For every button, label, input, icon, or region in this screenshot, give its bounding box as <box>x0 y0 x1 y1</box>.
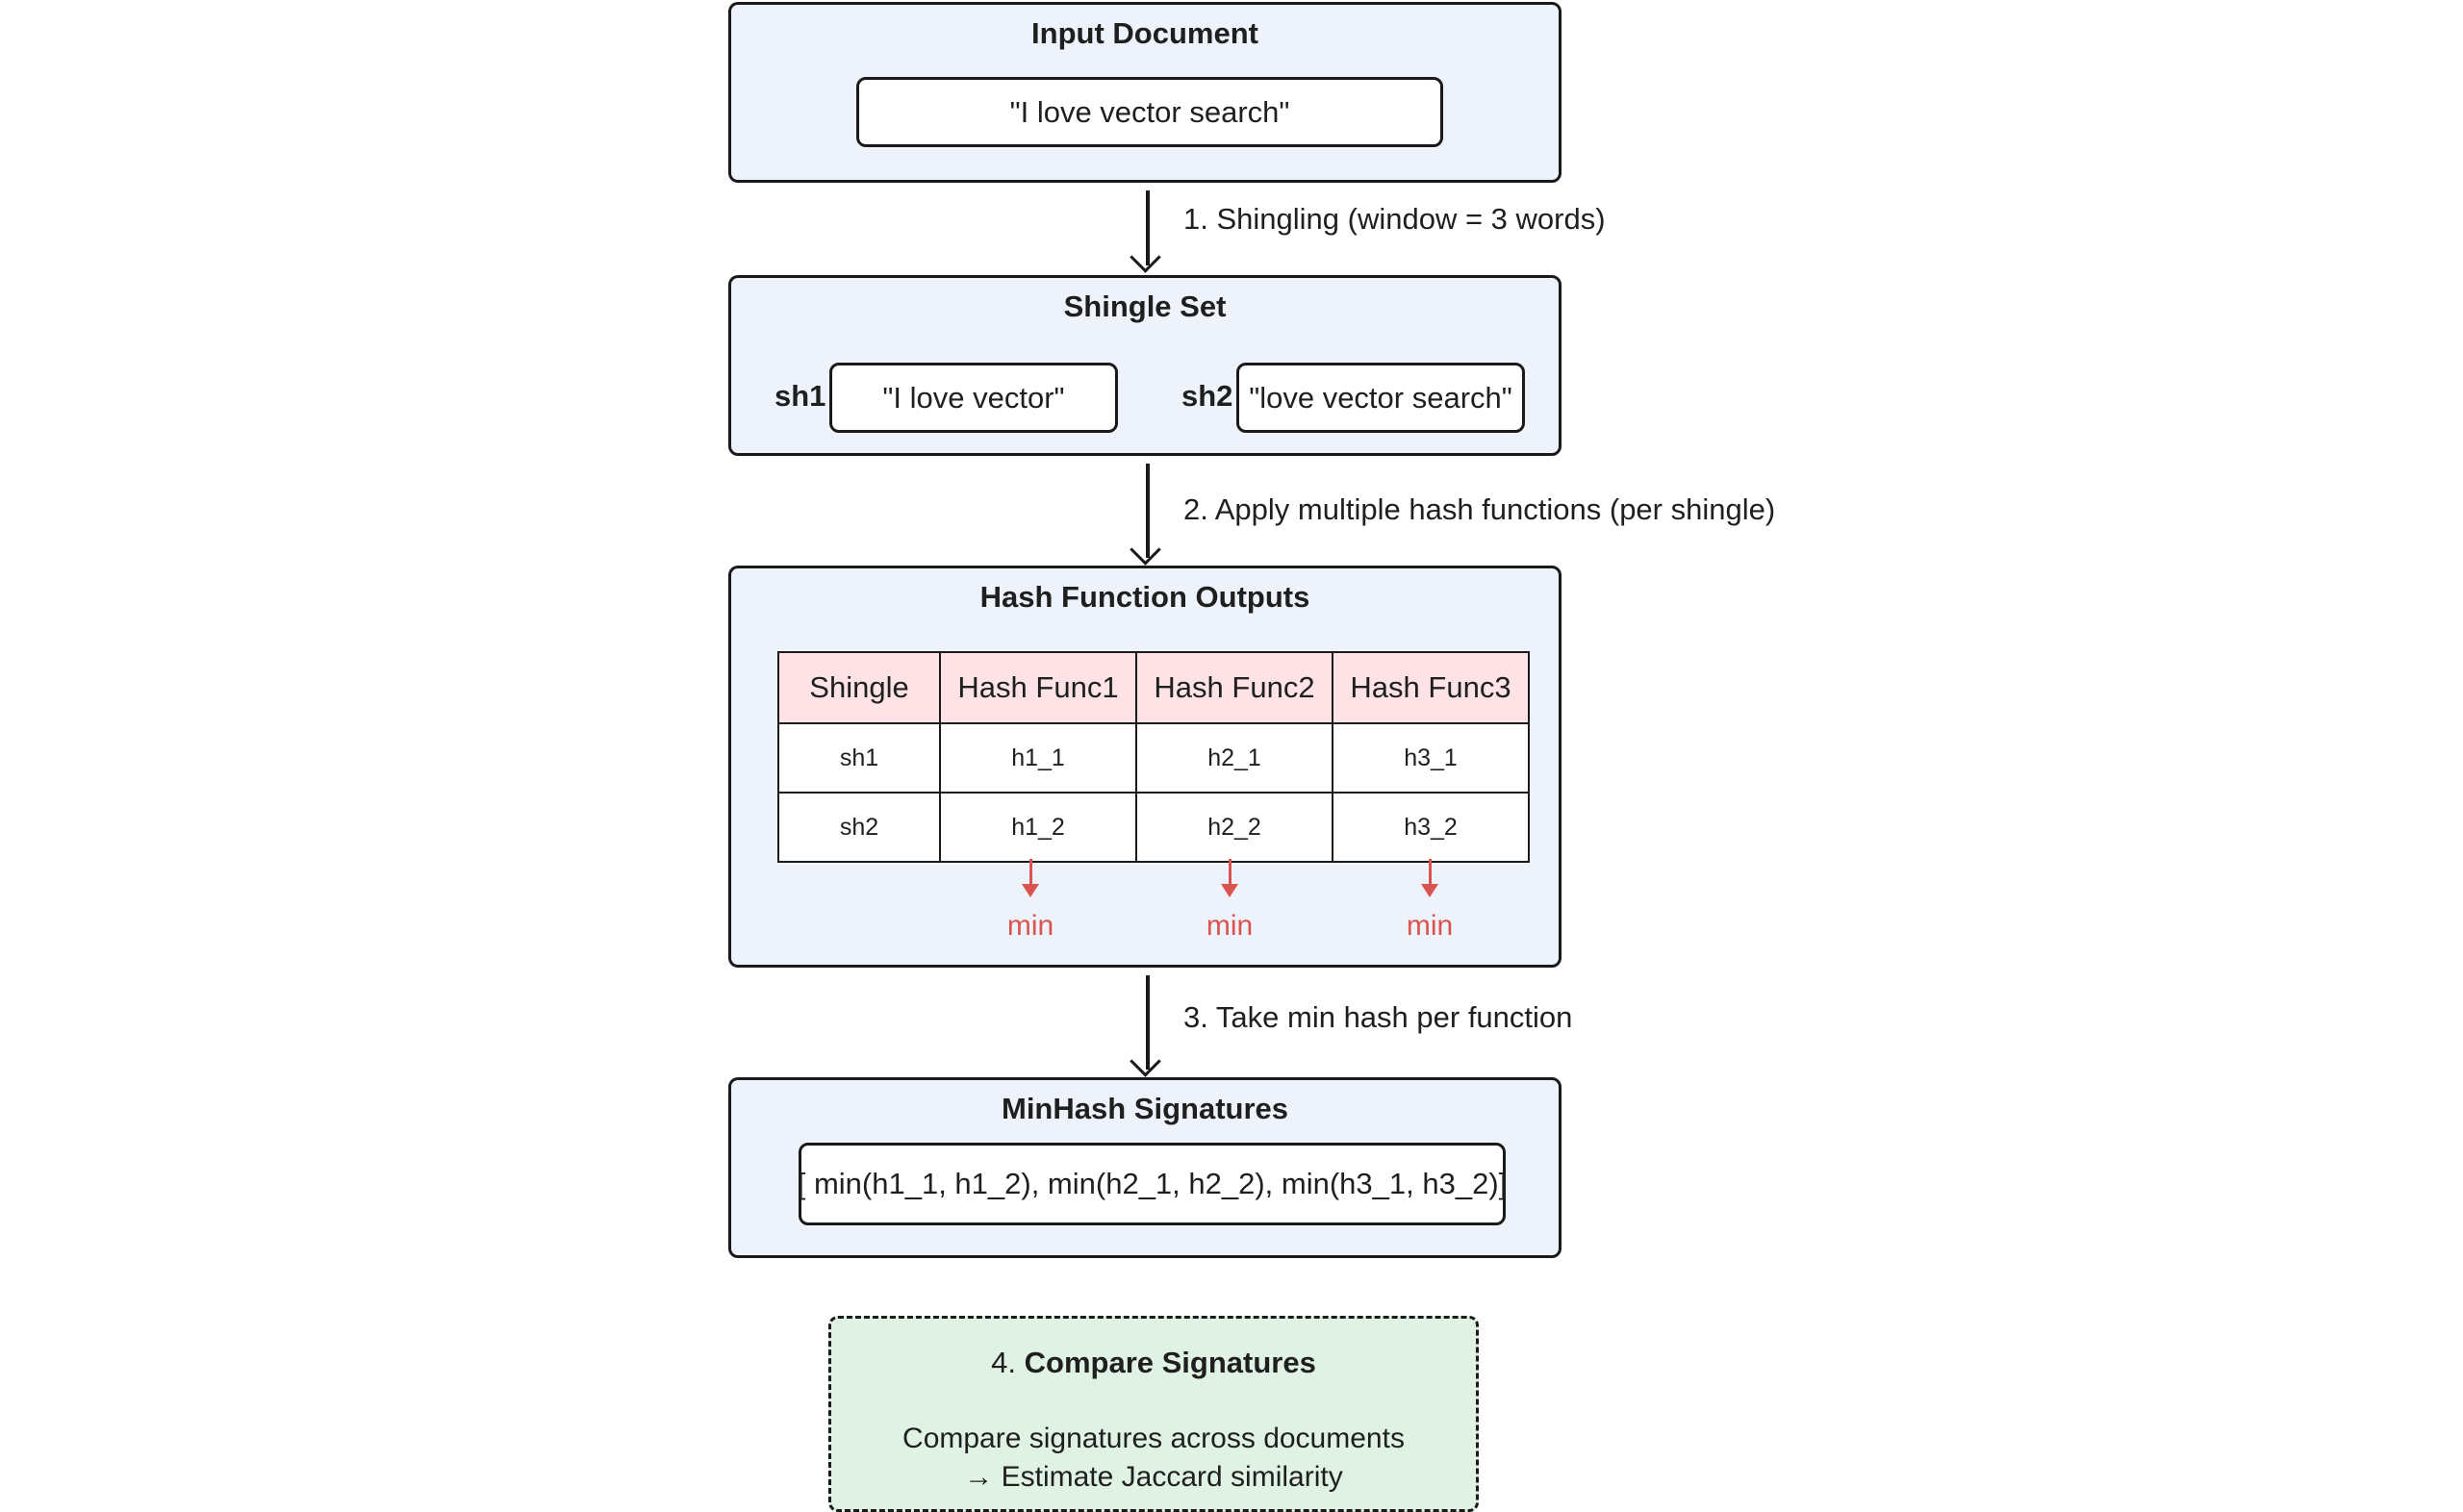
step1-label: 1. Shingling (window = 3 words) <box>1183 202 1606 236</box>
step3-label: 3. Take min hash per function <box>1183 1000 1573 1034</box>
compare-title: Compare Signatures <box>1024 1346 1316 1379</box>
minhash-signature-text: [ min(h1_1, h1_2), min(h2_1, h2_2), min(… <box>798 1143 1507 1225</box>
cell-shingle: sh1 <box>777 722 941 794</box>
shingle-text-sh2: "love vector search" <box>1236 363 1525 433</box>
hash-table: Shingle Hash Func1 Hash Func2 Hash Func3… <box>777 651 1530 863</box>
cell-hash: h2_2 <box>1135 792 1333 863</box>
cell-shingle: sh2 <box>777 792 941 863</box>
cell-hash: h1_1 <box>939 722 1137 794</box>
compare-heading: 4. Compare Signatures <box>831 1346 1476 1380</box>
cell-hash: h1_2 <box>939 792 1137 863</box>
header-shingle: Shingle <box>777 651 941 724</box>
compare-line1: Compare signatures across documents <box>902 1423 1405 1454</box>
shingle-text-sh1: "I love vector" <box>829 363 1118 433</box>
hash-outputs-panel: Hash Function Outputs Shingle Hash Func1… <box>728 566 1562 968</box>
compare-step-number: 4. <box>991 1346 1017 1379</box>
header-hash-func1: Hash Func1 <box>939 651 1137 724</box>
hash-outputs-title: Hash Function Outputs <box>979 580 1310 614</box>
input-document-text: "I love vector search" <box>856 77 1443 147</box>
compare-line2: → Estimate Jaccard similarity <box>964 1461 1343 1493</box>
arrow-step3 <box>1146 975 1150 1070</box>
cell-hash: h3_1 <box>1332 722 1530 794</box>
minhash-title: MinHash Signatures <box>1002 1092 1288 1125</box>
header-hash-func2: Hash Func2 <box>1135 651 1333 724</box>
shingle-set-title: Shingle Set <box>1063 290 1227 323</box>
cell-hash: h2_1 <box>1135 722 1333 794</box>
header-hash-func3: Hash Func3 <box>1332 651 1530 724</box>
compare-signatures-box: 4. Compare Signatures Compare signatures… <box>828 1316 1479 1512</box>
table-row: sh1 h1_1 h2_1 h3_1 <box>777 722 1530 794</box>
input-document-title: Input Document <box>1031 16 1258 50</box>
table-row: sh2 h1_2 h2_2 h3_2 <box>777 792 1530 863</box>
input-document-panel: Input Document "I love vector search" <box>728 2 1562 183</box>
min-label-func2: min <box>1206 910 1254 942</box>
minhash-panel: MinHash Signatures [ min(h1_1, h1_2), mi… <box>728 1077 1562 1258</box>
min-label-func1: min <box>1006 910 1054 942</box>
cell-hash: h3_2 <box>1332 792 1530 863</box>
min-label-func3: min <box>1406 910 1454 942</box>
arrow-step1 <box>1146 190 1150 265</box>
arrow-step2 <box>1146 464 1150 558</box>
shingle-label-sh2: sh2 <box>1181 379 1233 413</box>
shingle-label-sh1: sh1 <box>774 379 826 413</box>
step2-label: 2. Apply multiple hash functions (per sh… <box>1183 492 1776 526</box>
hash-table-header-row: Shingle Hash Func1 Hash Func2 Hash Func3 <box>777 651 1530 724</box>
shingle-set-panel: Shingle Set sh1 "I love vector" sh2 "lov… <box>728 275 1562 456</box>
